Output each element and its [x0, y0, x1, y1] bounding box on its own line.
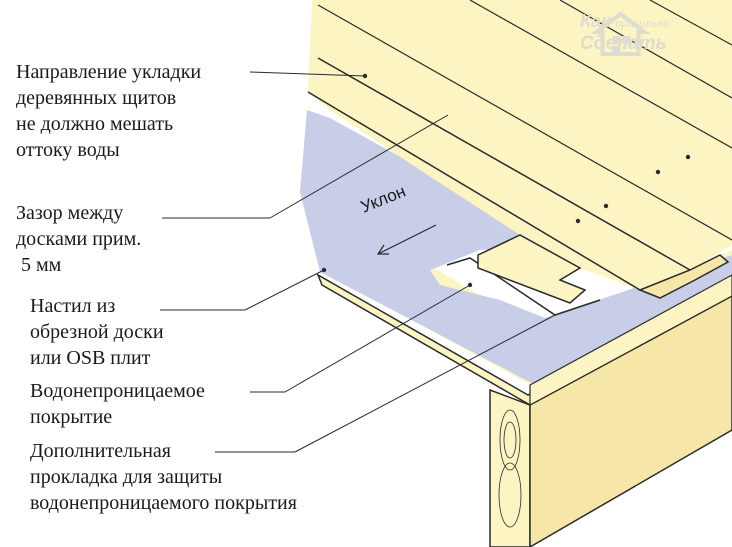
label-deck: Настил из обрезной доски или OSB плит — [30, 293, 164, 371]
leader-deck-diag — [244, 269, 325, 311]
cut-board — [477, 234, 587, 304]
leader-dot — [467, 282, 473, 288]
leader-waterproof-diag — [284, 284, 471, 393]
logo-word-2: правильно — [615, 18, 670, 30]
screw-dot — [655, 169, 661, 175]
logo-word-3: Сделать — [580, 33, 667, 54]
leader-gap-diag — [269, 114, 449, 219]
top-planks — [308, 0, 732, 290]
waterproof-membrane — [300, 110, 732, 390]
logo-word-1: Как — [580, 11, 611, 31]
label-extra-pad: Дополнительная прокладка для защиты водо… — [30, 438, 297, 516]
label-line: не должно мешать — [16, 113, 174, 135]
label-line: прокладка для защиты — [30, 466, 223, 488]
label-plank-direction: Направление укладки деревянных щитов не … — [16, 59, 201, 163]
label-line: Зазор между — [16, 202, 124, 224]
label-line: деревянных щитов — [16, 87, 177, 109]
plank-seam-5 — [559, 0, 732, 99]
label-line: 5 мм — [16, 254, 62, 276]
label-line: оттоку воды — [16, 139, 120, 161]
label-line: или OSB плит — [30, 347, 151, 369]
plank-end — [637, 254, 730, 299]
plank-seam-4 — [469, 0, 732, 149]
label-line: досками прим. — [16, 228, 142, 250]
screw-dot — [575, 218, 581, 224]
label-line: Направление укладки — [16, 61, 202, 83]
slope-arrow-line — [377, 224, 437, 255]
label-line: Настил из — [30, 295, 116, 317]
slope-arrowhead — [376, 244, 389, 255]
plank-seam-2 — [317, 57, 691, 271]
leader-direction — [249, 71, 366, 77]
label-line: покрытие — [30, 406, 113, 428]
leader-extra-diag — [294, 314, 556, 453]
plank-seam-1 — [307, 91, 641, 291]
protection-pad — [446, 257, 601, 316]
wood-grain — [499, 409, 521, 471]
house-logo-icon — [590, 11, 651, 56]
label-board-gap: Зазор между досками прим. 5 мм — [16, 200, 141, 278]
plank-seam-3 — [317, 4, 732, 241]
label-line: обрезной доски — [30, 321, 164, 343]
logo-text: Как правильно Сделать — [580, 11, 670, 54]
beam-side — [489, 388, 531, 547]
plank-seam-6 — [649, 0, 732, 46]
label-line: водонепроницаемого покрытия — [30, 492, 297, 514]
label-line: Водонепроницаемое — [30, 380, 205, 402]
screw-dot — [603, 203, 609, 209]
wood-grain — [503, 421, 517, 459]
deck-layer — [529, 274, 732, 407]
label-line: Дополнительная — [30, 440, 171, 462]
label-waterproof-cover: Водонепроницаемое покрытие — [30, 378, 205, 430]
screw-dot — [685, 154, 691, 160]
wood-grain — [498, 462, 522, 528]
